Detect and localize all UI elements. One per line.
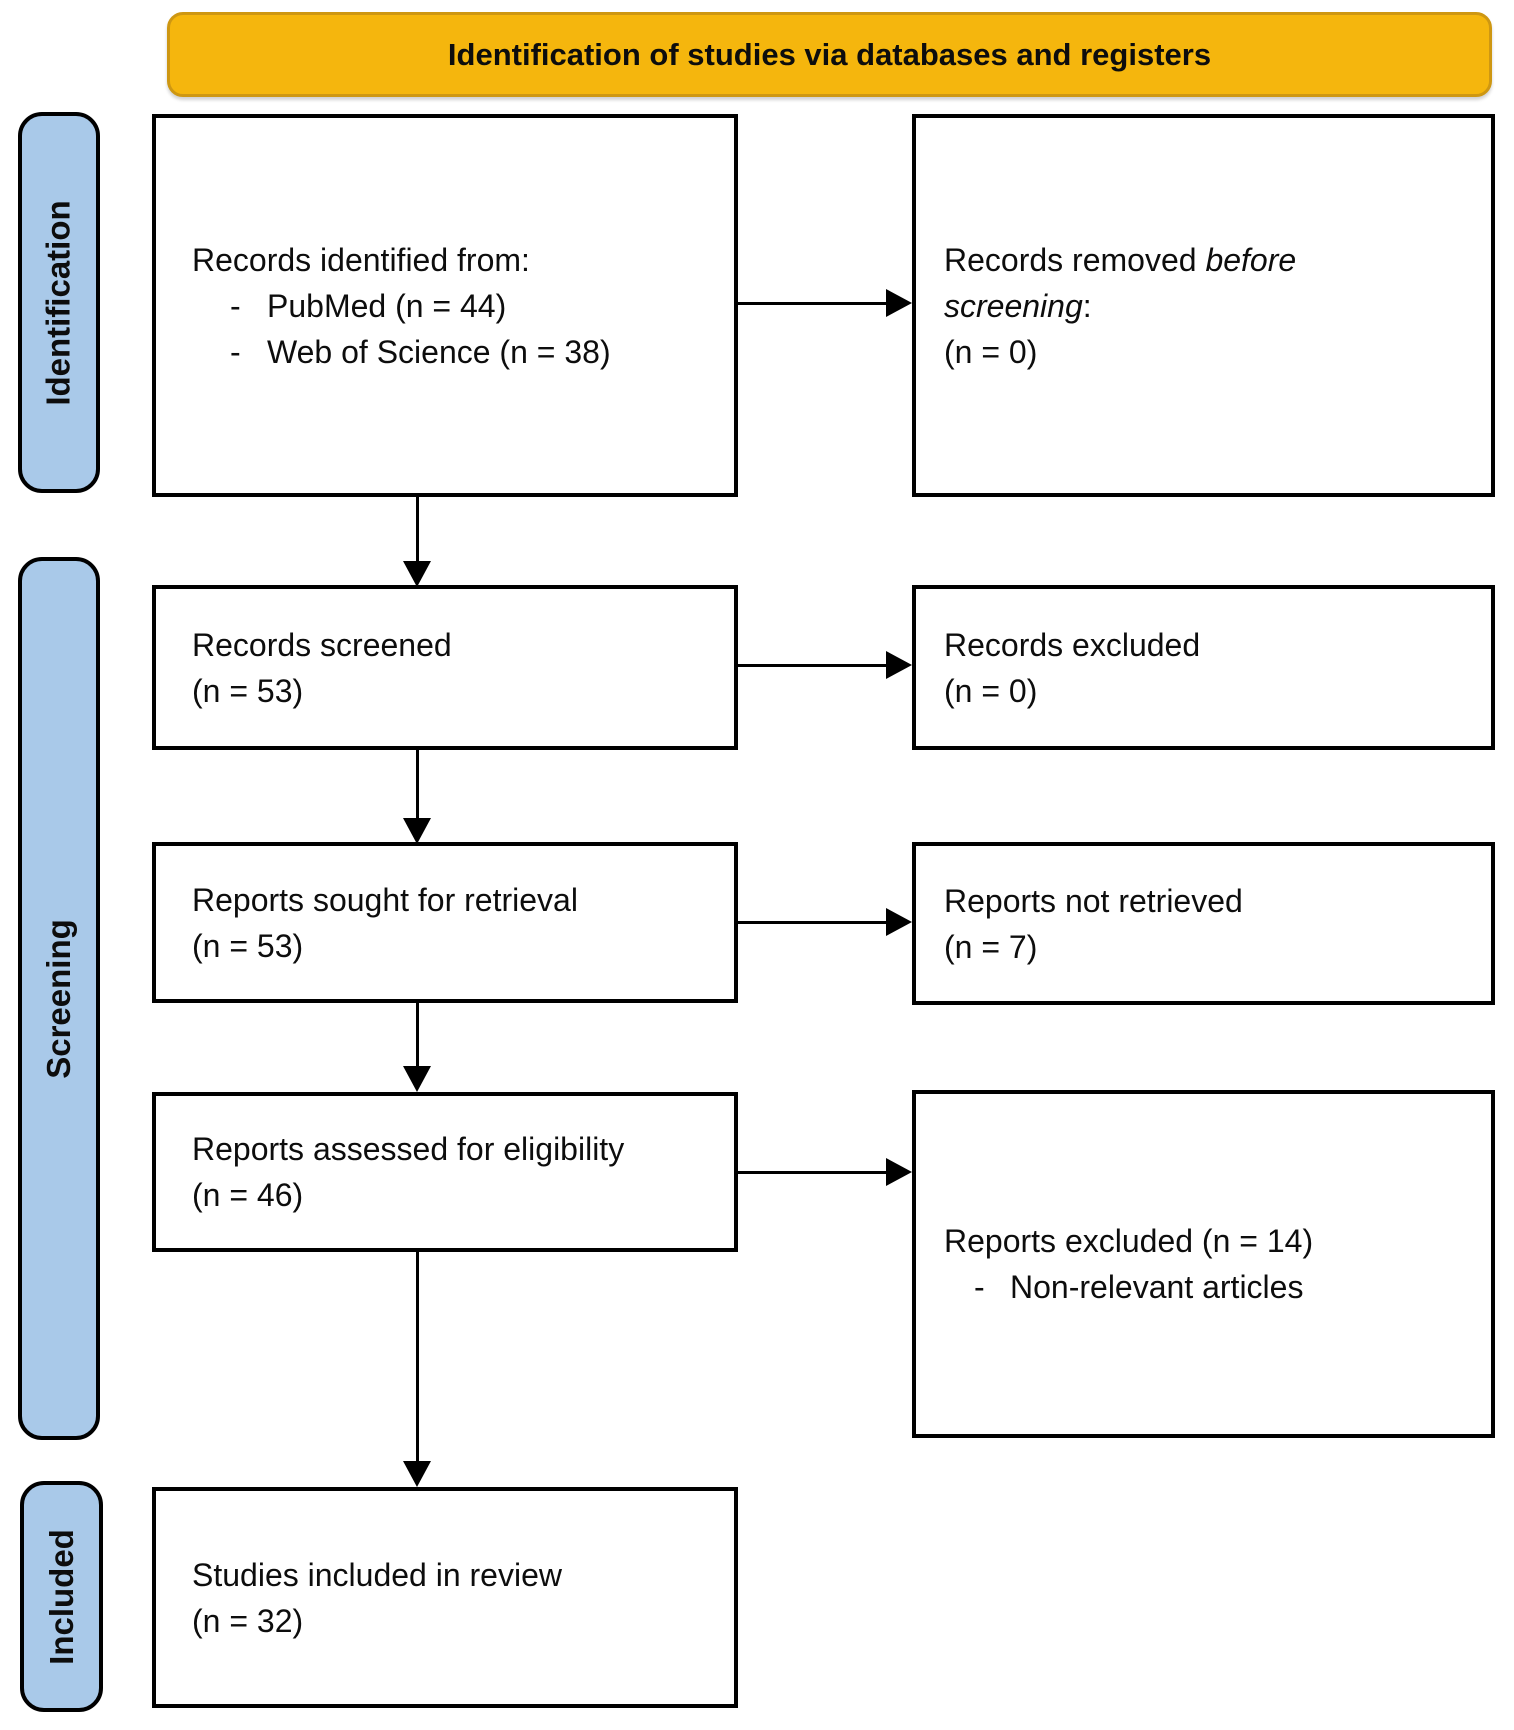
arrow-right-icon (886, 908, 912, 936)
box-text-line: Reports excluded (n = 14) (944, 1223, 1314, 1259)
box-text-line: Studies included in review (192, 1556, 562, 1593)
box-text-line: Records identified from: (192, 241, 530, 278)
box-text-line: (n = 7) (944, 928, 1038, 965)
box-text-line: (n = 46) (192, 1177, 304, 1213)
box-text-line: Reports not retrieved (944, 882, 1243, 919)
box-reports-not-retrieved: Reports not retrieved (n = 7) (912, 842, 1495, 1005)
box-reports-assessed: Reports assessed for eligibility (n = 46… (152, 1092, 738, 1252)
box-text-line: Records screened (192, 626, 452, 663)
bullet-dash: - (230, 333, 241, 370)
box-text-line: (n = 0) (944, 672, 1038, 709)
arrow-right-icon (886, 1158, 912, 1186)
stage-label-screening: Screening (40, 918, 77, 1079)
box-text-line: (n = 0) (944, 333, 1038, 370)
bullet-text: Non-relevant articles (1010, 1269, 1304, 1305)
stage-pill-screening: Screening (18, 557, 100, 1440)
bullet-text: Web of Science (n = 38) (267, 333, 611, 370)
arrow-down-icon (403, 561, 431, 587)
box-records-screened: Records screened (n = 53) (152, 585, 738, 750)
arrow-right-icon (886, 651, 912, 679)
bullet-dash: - (230, 287, 241, 324)
box-text-line: Records excluded (944, 626, 1201, 663)
stage-pill-identification: Identification (18, 112, 100, 493)
arrow-down-icon (403, 1066, 431, 1092)
box-text-line: (n = 32) (192, 1602, 304, 1639)
box-text-line: Records removed before (944, 241, 1297, 278)
box-records-identified: Records identified from: - PubMed (n = 4… (152, 114, 738, 497)
bullet-item: - Non-relevant articles (944, 1264, 1477, 1310)
stage-pill-included: Included (20, 1481, 103, 1712)
bullet-item: - PubMed (n = 44) (192, 283, 720, 329)
stage-label-included: Included (42, 1528, 80, 1665)
box-text-line: (n = 53) (192, 672, 304, 709)
box-text-line: Reports assessed for eligibility (192, 1131, 625, 1167)
stage-label-identification: Identification (40, 199, 77, 406)
arrow-down-icon (403, 818, 431, 844)
banner-title: Identification of studies via databases … (167, 12, 1492, 97)
box-records-excluded: Records excluded (n = 0) (912, 585, 1495, 750)
box-studies-included: Studies included in review (n = 32) (152, 1487, 738, 1708)
box-records-removed: Records removed before screening: (n = 0… (912, 114, 1495, 497)
bullet-dash: - (974, 1269, 985, 1305)
arrow-right-icon (886, 289, 912, 317)
box-text-line: screening: (944, 287, 1092, 324)
box-reports-sought: Reports sought for retrieval (n = 53) (152, 842, 738, 1003)
banner-title-text: Identification of studies via databases … (447, 36, 1212, 72)
box-text-line: (n = 53) (192, 927, 304, 964)
box-text-line: Reports sought for retrieval (192, 881, 578, 918)
box-reports-excluded: Reports excluded (n = 14) - Non-relevant… (912, 1090, 1495, 1438)
bullet-item: - Web of Science (n = 38) (192, 329, 720, 375)
bullet-text: PubMed (n = 44) (267, 287, 507, 324)
arrow-down-icon (403, 1461, 431, 1487)
